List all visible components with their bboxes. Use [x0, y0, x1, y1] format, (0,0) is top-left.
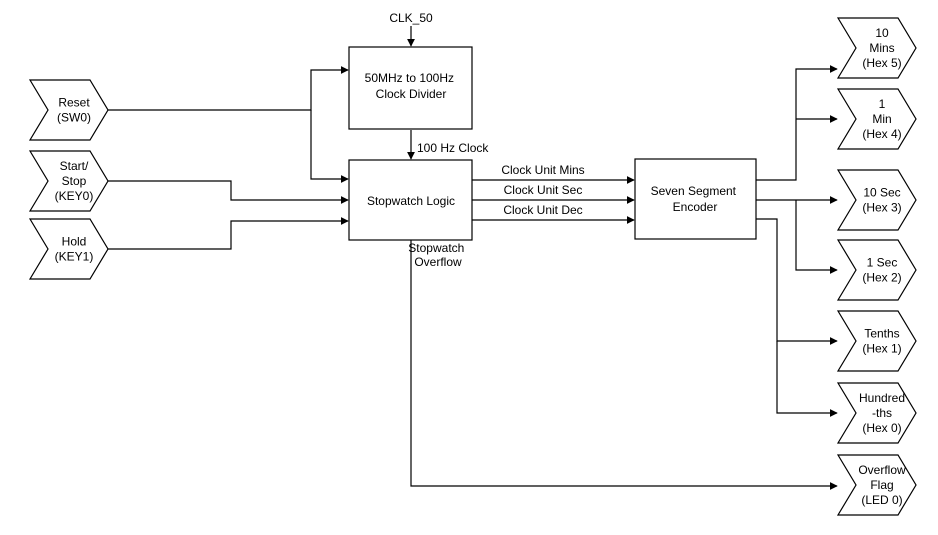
stopwatch-overflow-wire	[410, 240, 838, 490]
input-port-label: Reset(SW0)	[57, 96, 91, 125]
svg-text:50MHz to 100Hz Clock Div: 50MHz to 100Hz Clock Divider	[365, 71, 458, 101]
output-port-label-line: (Hex 4)	[862, 127, 901, 141]
clock-divider-block: 50MHz to 100Hz Clock Divider	[348, 46, 473, 130]
encoder-line-1: Seven Segment	[651, 184, 737, 198]
clock-unit-dec-label: Clock Unit Dec	[503, 203, 582, 217]
output-port-label-line: Hundred	[859, 391, 905, 405]
clock-divider-line-1: 50MHz to 100Hz	[365, 71, 454, 85]
encoder-to-hex5-wire	[756, 65, 838, 181]
output-port-shape	[836, 17, 917, 79]
input-port-label-line: (KEY0)	[55, 189, 94, 203]
input-port-label: Start/Stop(KEY0)	[55, 159, 94, 203]
input-port-label-line: Stop	[62, 174, 87, 188]
output-port-label-line: Flag	[870, 478, 893, 492]
reset-to-stopwatch-logic-wire	[310, 110, 349, 183]
input-port-start-stop: Start/Stop(KEY0)	[28, 150, 109, 212]
hold-wire	[108, 217, 349, 250]
stopwatch-overflow-line-1: Stopwatch	[408, 241, 464, 255]
clk-50-label: CLK_50	[389, 11, 433, 25]
output-port-label-line: Overflow	[858, 463, 906, 477]
output-port-shape	[836, 382, 917, 444]
output-port-shape	[836, 169, 917, 231]
reset-to-clock-divider-wire	[108, 66, 349, 111]
clock-unit-mins-label: Clock Unit Mins	[501, 163, 584, 177]
output-port-hex3: 10 Sec(Hex 3)	[836, 169, 917, 231]
clock-unit-sec-label: Clock Unit Sec	[504, 183, 583, 197]
output-port-label-line: 1	[879, 97, 886, 111]
svg-text:Stopwatch Overflow: Stopwatch Overflow	[408, 241, 467, 269]
clock-divider-line-2: Clock Divider	[376, 87, 447, 101]
svg-text:Stopwatch Logic: Stopwatch Logic	[367, 194, 455, 208]
input-port-hold: Hold(KEY1)	[28, 218, 109, 280]
output-port-label-line: Mins	[869, 41, 894, 55]
output-port-hex0: Hundred-ths(Hex 0)	[836, 382, 917, 444]
input-port-label: Hold(KEY1)	[55, 235, 94, 264]
output-port-label-line: 10	[875, 26, 889, 40]
start-stop-wire	[108, 180, 349, 204]
output-port-hex2: 1 Sec(Hex 2)	[836, 239, 917, 301]
output-port-hex1: Tenths(Hex 1)	[836, 310, 917, 372]
input-port-shape	[28, 218, 109, 280]
output-port-shape	[836, 88, 917, 150]
input-port-shape	[28, 150, 109, 212]
stopwatch-overflow-line-2: Overflow	[414, 255, 462, 269]
stopwatch-logic-label: Stopwatch Logic	[367, 194, 455, 208]
input-port-label-line: Start/	[60, 159, 89, 173]
output-port-label-line: 1 Sec	[867, 256, 898, 270]
encoder-to-hex2-wire	[795, 200, 838, 274]
output-port-label-line: Tenths	[864, 327, 899, 341]
output-port-label-line: Min	[872, 112, 891, 126]
input-port-label-line: (SW0)	[57, 111, 91, 125]
stopwatch-logic-block: Stopwatch Logic	[348, 159, 473, 241]
encoder-to-hex0-wire	[776, 341, 838, 417]
hundred-hz-clock-label: 100 Hz Clock	[417, 141, 489, 155]
svg-text:Seven Segment Encoder: Seven Segment Encoder	[651, 184, 740, 214]
output-port-label: Tenths(Hex 1)	[862, 327, 901, 356]
output-port-label: 1 Sec(Hex 2)	[862, 256, 901, 285]
output-port-label-line: (LED 0)	[861, 493, 902, 507]
output-port-label-line: (Hex 5)	[862, 56, 901, 70]
input-port-label-line: (KEY1)	[55, 250, 94, 264]
wires	[108, 26, 838, 490]
output-port-label: 10 Sec(Hex 3)	[862, 186, 901, 215]
output-port-label-line: 10 Sec	[863, 186, 900, 200]
output-port-label-line: -ths	[872, 406, 892, 420]
input-port-label-line: Hold	[62, 235, 87, 249]
output-port-shape	[836, 239, 917, 301]
encoder-to-hex1-wire	[756, 218, 838, 345]
seven-segment-encoder-block: Seven Segment Encoder	[634, 158, 757, 240]
output-port-label-line: (Hex 1)	[862, 342, 901, 356]
input-port-reset: Reset(SW0)	[28, 79, 109, 141]
input-port-label-line: Reset	[58, 96, 90, 110]
input-port-shape	[28, 79, 109, 141]
output-port-shape	[836, 454, 917, 516]
output-port-label-line: (Hex 2)	[862, 271, 901, 285]
output-port-label: Hundred-ths(Hex 0)	[859, 391, 905, 435]
output-port-shape	[836, 310, 917, 372]
encoder-line-2: Encoder	[673, 200, 718, 214]
output-port-label-line: (Hex 3)	[862, 201, 901, 215]
output-port-label-line: (Hex 0)	[862, 421, 901, 435]
